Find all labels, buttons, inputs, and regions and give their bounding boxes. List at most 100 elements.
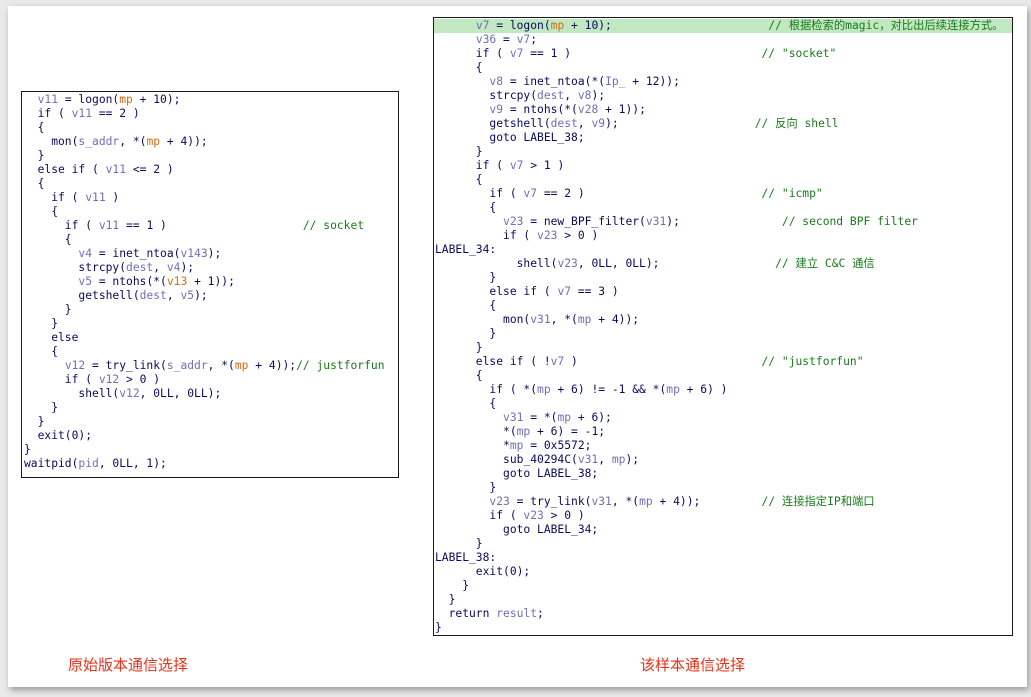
code-token: v11 bbox=[85, 191, 106, 204]
code-token: { bbox=[435, 369, 483, 382]
code-line: mon(s_addr, *(mp + 4)); bbox=[22, 135, 398, 149]
code-token: , bbox=[598, 453, 612, 466]
code-token: ); bbox=[666, 215, 782, 228]
code-line: { bbox=[434, 173, 1012, 187]
code-comment: // "socket" bbox=[761, 47, 837, 60]
code-token: } bbox=[435, 621, 442, 634]
code-line: goto LABEL_38; bbox=[434, 131, 1012, 145]
code-token: if ( bbox=[24, 219, 99, 232]
code-token bbox=[435, 215, 503, 228]
code-line: if ( v7 == 2 ) // "icmp" bbox=[434, 187, 1012, 201]
code-token: , 0LL, 1); bbox=[98, 457, 167, 470]
code-token: if ( bbox=[435, 509, 524, 522]
code-token: v36 bbox=[475, 33, 497, 46]
code-token: v13 bbox=[166, 275, 188, 288]
code-token: { bbox=[435, 61, 483, 74]
code-token: = ntohs(*( bbox=[503, 103, 578, 116]
code-token: v7 bbox=[523, 187, 538, 200]
code-line: v11 = logon(mp + 10); bbox=[22, 93, 398, 107]
code-token bbox=[435, 33, 476, 46]
code-line: v12 = try_link(s_addr, *(mp + 4));// jus… bbox=[22, 359, 398, 373]
code-token: } bbox=[24, 415, 45, 428]
code-token: == 2 ) bbox=[92, 107, 140, 120]
code-token: else if ( bbox=[24, 163, 106, 176]
code-token bbox=[24, 247, 78, 260]
code-token: waitpid( bbox=[24, 457, 79, 470]
code-token: <= 2 ) bbox=[126, 163, 174, 176]
code-token: v7 bbox=[557, 285, 572, 298]
code-token: = inet_ntoa(*( bbox=[503, 75, 606, 88]
code-token: v11 bbox=[98, 219, 120, 232]
code-token: getshell( bbox=[24, 289, 140, 302]
code-comment: // 根据检索的magic，对比出后续连接方式。 bbox=[768, 19, 1004, 32]
code-token: dest bbox=[537, 89, 565, 102]
code-token bbox=[435, 19, 476, 32]
code-token: { bbox=[435, 173, 483, 186]
code-token: v23 bbox=[557, 257, 578, 270]
code-line: else bbox=[22, 331, 398, 345]
code-token: } bbox=[435, 579, 470, 592]
code-token: = *( bbox=[523, 411, 558, 424]
code-token: if ( bbox=[24, 373, 99, 386]
code-token: + 10); bbox=[132, 93, 181, 106]
code-token: * bbox=[435, 439, 510, 452]
code-line: exit(0); bbox=[434, 565, 1012, 579]
code-token: , *( bbox=[611, 495, 640, 508]
code-line: { bbox=[22, 345, 398, 359]
code-line: } bbox=[434, 271, 1012, 285]
code-token: v23 bbox=[537, 229, 558, 242]
code-token: { bbox=[24, 345, 59, 358]
code-token bbox=[24, 93, 38, 106]
code-token: == 1 ) bbox=[523, 47, 762, 60]
code-line: strcpy(dest, v4); bbox=[22, 261, 398, 275]
code-line: exit(0); bbox=[22, 429, 398, 443]
code-line: else if ( !v7 ) // "justforfun" bbox=[434, 355, 1012, 369]
code-token: v31 bbox=[645, 215, 667, 228]
code-line: } bbox=[434, 621, 1012, 635]
code-token: } bbox=[435, 271, 497, 284]
code-token bbox=[435, 75, 489, 88]
code-token: } bbox=[435, 593, 456, 606]
code-line: } bbox=[22, 443, 398, 457]
code-token: if ( bbox=[435, 159, 510, 172]
code-token: > 0 ) bbox=[543, 509, 585, 522]
code-token: = bbox=[496, 33, 517, 46]
code-token: mp bbox=[119, 93, 133, 106]
code-token: mp bbox=[509, 439, 524, 452]
code-token: if ( *( bbox=[435, 383, 538, 396]
code-token: + 4)); bbox=[248, 359, 297, 372]
code-token: ; bbox=[537, 607, 544, 620]
code-line: { bbox=[22, 177, 398, 191]
code-token: else if ( ! bbox=[435, 355, 551, 368]
code-line: *(mp + 6) = -1; bbox=[434, 425, 1012, 439]
code-token: ); bbox=[194, 289, 208, 302]
code-token: , *( bbox=[550, 313, 578, 326]
code-token bbox=[24, 359, 65, 372]
code-token: getshell( bbox=[435, 117, 551, 130]
code-token: v7 bbox=[516, 33, 531, 46]
code-token: dest bbox=[550, 117, 578, 130]
code-token: v7 bbox=[509, 159, 524, 172]
code-token: v5 bbox=[180, 289, 195, 302]
code-line: if ( v7 == 1 ) // "socket" bbox=[434, 47, 1012, 61]
code-token: > 0 ) bbox=[119, 373, 161, 386]
code-token: if ( bbox=[435, 229, 538, 242]
code-token: , bbox=[166, 289, 181, 302]
code-token: + 4)); bbox=[652, 495, 762, 508]
code-token: mp bbox=[516, 425, 531, 438]
code-token: } bbox=[24, 303, 72, 316]
code-line: if ( v12 > 0 ) bbox=[22, 373, 398, 387]
code-token: ); bbox=[625, 453, 640, 466]
code-token: v12 bbox=[98, 373, 120, 386]
code-token: mon( bbox=[24, 135, 79, 148]
code-token: result bbox=[496, 607, 538, 620]
code-line: sub_40294C(v31, mp); bbox=[434, 453, 1012, 467]
code-token: ) bbox=[564, 355, 762, 368]
code-token: + 6); bbox=[571, 411, 612, 424]
code-token: == 1 ) bbox=[119, 219, 303, 232]
code-line: else if ( v11 <= 2 ) bbox=[22, 163, 398, 177]
code-token: mp bbox=[666, 383, 680, 396]
code-token: } bbox=[435, 481, 497, 494]
code-token: = inet_ntoa( bbox=[92, 247, 181, 260]
code-token: v9 bbox=[489, 103, 504, 116]
